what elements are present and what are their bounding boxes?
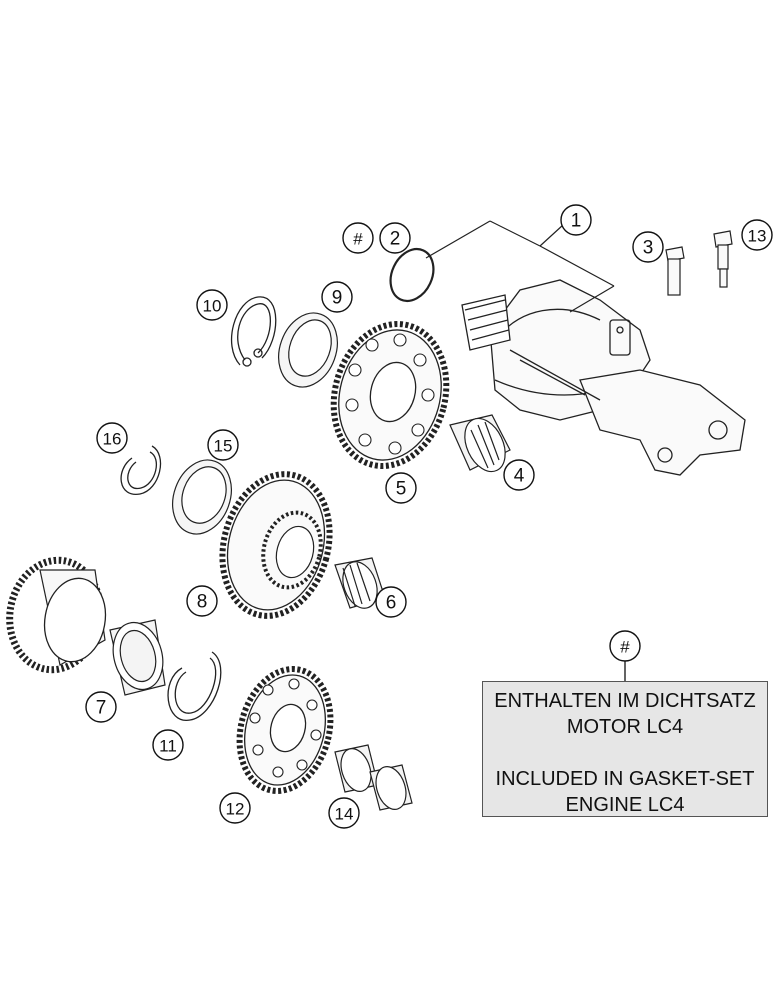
callout-5 — [385, 472, 417, 504]
callout-16-label: 16 — [103, 430, 122, 449]
callout-2 — [379, 222, 411, 254]
callout-hash-top-label: # — [353, 230, 363, 249]
callout-14-label: 14 — [335, 805, 354, 824]
callout-hash-note-label: # — [620, 638, 630, 657]
callout-6-label: 6 — [386, 593, 397, 614]
drive-gear-drawing — [6, 556, 107, 674]
washer-9-drawing — [278, 312, 338, 388]
bearing-14-drawing — [334, 744, 413, 811]
callout-14 — [328, 797, 360, 829]
note-line-de-2: MOTOR LC4 — [566, 716, 684, 738]
callout-7-label: 7 — [96, 698, 107, 719]
circlip-10-drawing — [230, 296, 277, 367]
circlip-11-drawing — [167, 651, 222, 721]
bearing-6-drawing — [334, 557, 386, 609]
note-line-de-1: ENTHALTEN IM DICHTSATZ — [494, 690, 756, 712]
callout-7 — [85, 691, 117, 723]
callout-8 — [186, 585, 218, 617]
callout-9-label: 9 — [332, 288, 343, 309]
callout-4-label: 4 — [514, 466, 525, 487]
callout-12-label: 12 — [226, 800, 245, 819]
callout-3 — [632, 231, 664, 263]
callout-2-label: 2 — [390, 229, 401, 250]
callout-16 — [96, 422, 128, 454]
callout-11 — [152, 729, 184, 761]
gear-12-drawing — [236, 666, 334, 794]
callout-12 — [219, 792, 251, 824]
callout-11-label: 11 — [159, 737, 177, 756]
screw-13-drawing — [713, 230, 733, 288]
callout-13 — [741, 219, 773, 251]
callout-13-label: 13 — [748, 227, 767, 246]
callout-1 — [560, 204, 592, 236]
freewheel-7-drawing — [109, 619, 166, 696]
o-ring-drawing — [389, 248, 435, 302]
screw-3-drawing — [665, 246, 685, 296]
callout-hash-top — [342, 222, 374, 254]
callout-8-label: 8 — [197, 592, 208, 613]
callout-9 — [321, 281, 353, 313]
note-line-en-1: INCLUDED IN GASKET-SET — [495, 768, 755, 790]
callout-6 — [375, 586, 407, 618]
callout-10-label: 10 — [203, 297, 222, 316]
circlip-16-drawing — [120, 445, 162, 495]
callout-3-label: 3 — [643, 238, 654, 259]
starter-motor-drawing — [461, 279, 746, 476]
callout-15 — [207, 429, 239, 461]
gasket-set-note: ENTHALTEN IM DICHTSATZ MOTOR LC4 INCLUDE… — [482, 681, 768, 817]
gear-5-drawing — [330, 321, 450, 469]
callout-10 — [196, 289, 228, 321]
note-line-en-2: ENGINE LC4 — [565, 794, 685, 816]
callout-15-label: 15 — [214, 437, 233, 456]
callout-1-label: 1 — [571, 211, 582, 232]
callout-5-label: 5 — [396, 479, 407, 500]
callout-4 — [503, 459, 535, 491]
leader-lines-1 — [425, 220, 615, 313]
washer-15-drawing — [172, 459, 232, 535]
gear-8-drawing — [219, 471, 333, 619]
bearing-4-drawing — [449, 414, 511, 473]
